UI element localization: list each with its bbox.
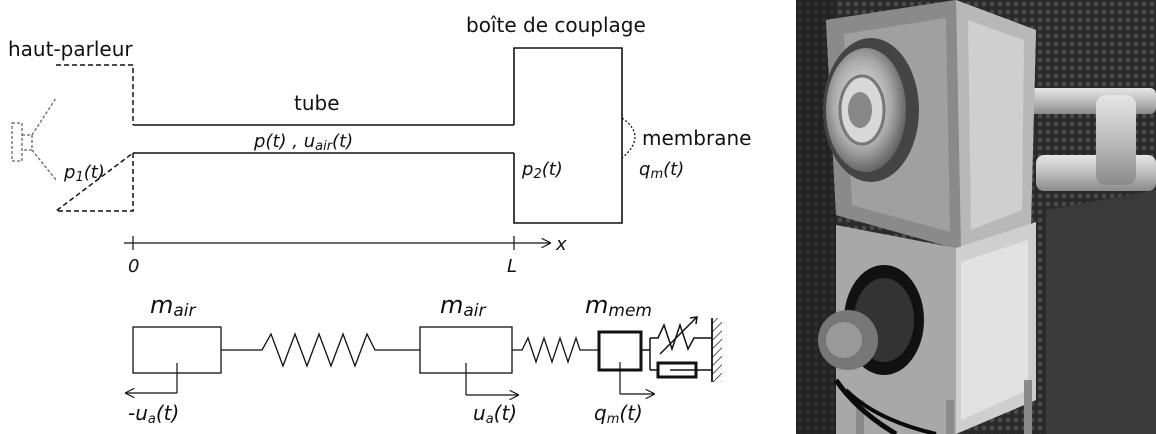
p1-label: p1(t) [63,162,105,185]
mass3-label: mmem [585,291,652,321]
disp3-label: qm(t) [594,401,643,427]
membrane-suspension [641,316,713,382]
coupling-box-label: boîte de couplage [466,13,646,37]
mass2-label: mair [440,291,487,321]
length-label: L [507,256,517,277]
tube-state-label: p(t) , uair(t) [253,131,353,154]
membrane-label: membrane [642,126,751,150]
tube-label: tube [294,91,340,115]
spring-1 [221,332,420,368]
speaker-driver-icon [11,97,57,181]
acoustic-setup-diagram: haut-parleur boîte de couplage tube memb… [8,13,751,427]
p2-label: p2(t) [521,159,563,182]
spring-2 [512,335,599,365]
coupling-box [513,47,623,224]
qm-label: qm(t) [639,159,684,182]
origin-label: 0 [128,256,139,277]
loudspeaker-label: haut-parleur [8,37,133,61]
disp1-label: -ua(t) [128,401,179,427]
wall-hatch [712,318,722,382]
mass1-label: mair [150,291,197,321]
x-axis-label: x [555,234,567,255]
membrane-arc [621,117,636,159]
experimental-setup-photo [796,0,1156,434]
loudspeaker-chamber [53,64,134,212]
disp2-label: ua(t) [473,401,517,427]
